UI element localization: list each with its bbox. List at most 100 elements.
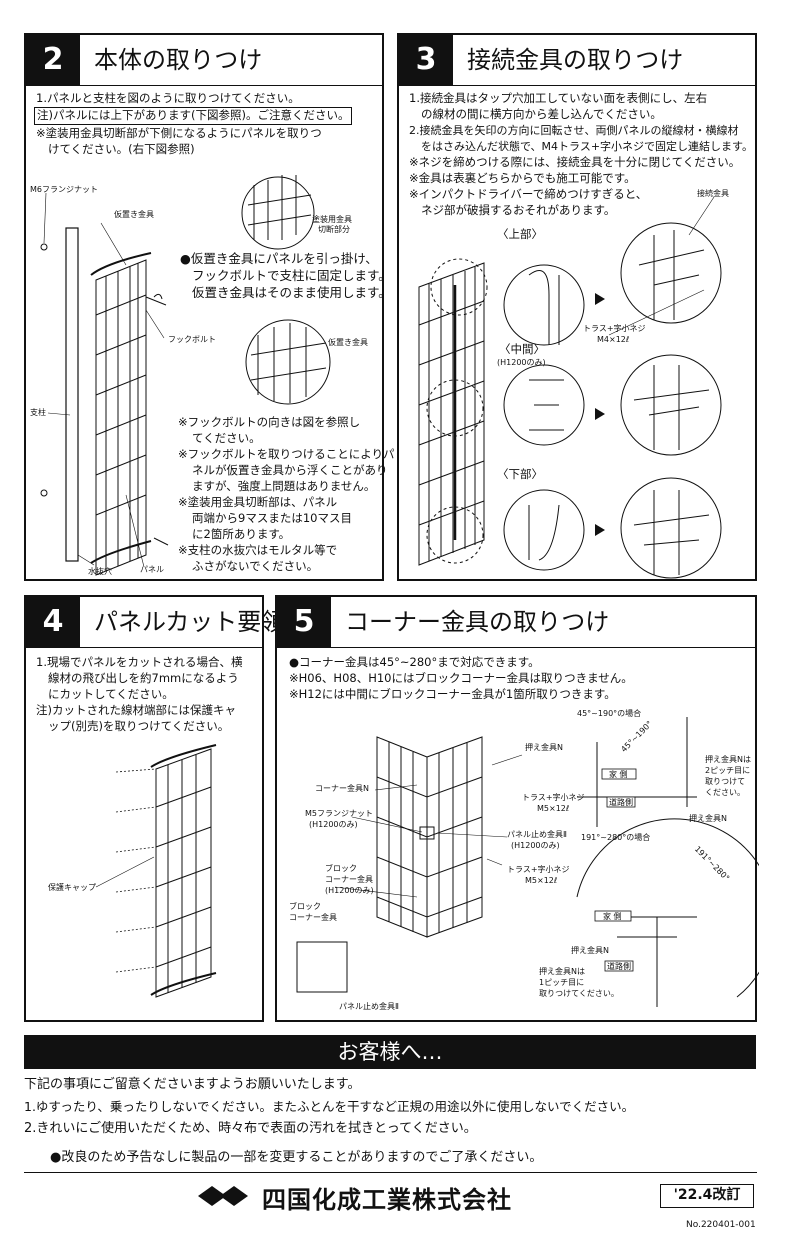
callout-flange-nut: M5フランジナット <box>305 809 373 818</box>
callout-sub: (H1200のみ) <box>309 820 358 829</box>
note-text: けてください。(右下図参照) <box>48 142 195 156</box>
note-text: ※金具は表裏どちらからでも施工可能です。 <box>409 171 636 185</box>
callout-cut-part: 切断部分 <box>318 225 350 234</box>
instruction-text: 2.接続金具を矢印の方向に回転させ、両側パネルの縦線材・横線材 <box>409 124 739 137</box>
section-4: 4 パネルカット要領 1.現場でパネルをカットされる場合、横 線材の飛び出しを約… <box>24 595 285 1022</box>
note-text: ※H06、H08、H10にはブロックコーナー金具は取りつきません。 <box>289 671 633 685</box>
footer-line: 下記の事項にご留意くださいますようお願いいたします。 <box>24 1077 361 1092</box>
instruction-text: をはさみ込んだ状態で、M4トラス+字小ネジで固定し連結します。 <box>421 140 753 153</box>
bullet-text: ●コーナー金具は45°~280°まで対応できます。 <box>289 655 540 669</box>
customer-notice-bar: お客様へ… <box>24 1035 756 1069</box>
note-text: 両端から9マスまたは10マス目 <box>192 511 352 525</box>
section-title: 接続金具の取りつけ <box>467 46 684 74</box>
note-text: ※インパクトドライバーで締めつけすぎると、 <box>409 187 648 201</box>
instruction-text: 1.接続金具はタップ穴加工していない面を表側にし、左右 <box>409 91 708 105</box>
note-small: 取りつけてください。 <box>539 989 619 998</box>
joint-illustration <box>418 196 722 579</box>
callout-screw: トラス+字小ネジ <box>583 324 646 333</box>
section-title: 本体の取りつけ <box>94 46 263 74</box>
callout-block: コーナー金具 <box>289 913 337 922</box>
callout-screw-size: M5×12ℓ <box>537 804 570 813</box>
callout-drain: 水抜穴 <box>88 567 112 576</box>
instruction-text: 1.現場でパネルをカットされる場合、横 <box>36 655 243 669</box>
note-text: ※支柱の水抜穴はモルタル等で <box>178 543 338 557</box>
footer-line: 2.きれいにご使用いただくため、時々布で表面の汚れを拭きとってください。 <box>24 1121 477 1136</box>
section-number: 4 <box>26 597 80 647</box>
callout-panel-stop: パネル止め金具Ⅱ <box>507 830 567 839</box>
note-text: ※フックボルトを取りつけることによりパ <box>178 447 395 461</box>
note-small: 押え金具Nは <box>539 967 585 976</box>
section-2: 2 本体の取りつけ 1.パネルと支柱を図のように取りつけてください。 注)パネル… <box>24 33 395 581</box>
instruction-text: 線材の飛び出しを約7mmになるよう <box>48 671 239 685</box>
note-text: ップ(別売)を取りつけてください。 <box>48 719 230 733</box>
corner-illustration <box>296 717 759 1007</box>
note-small: 1ピッチ目に <box>539 978 585 987</box>
callout-protect-cap: 保護キャップ <box>48 883 96 892</box>
note-text: ※塗装用金具切断部が下側になるようにパネルを取りつ <box>36 126 322 140</box>
callout-screw: トラス+字小ネジ <box>522 793 585 802</box>
instruction-text: にカットしてください。 <box>48 687 174 701</box>
bullet-text: 仮置き金具はそのまま使用します。 <box>192 285 391 300</box>
note-text: ※ネジを締めつける際には、接続金具を十分に閉じてください。 <box>409 155 741 169</box>
divider <box>24 1172 757 1173</box>
callout-hook-bolt: フックボルト <box>168 335 216 344</box>
section-number: 5 <box>277 597 331 647</box>
road-side-label: 道路側 <box>609 798 633 807</box>
post-panel-illustration <box>40 175 331 576</box>
note-text: ネルが仮置き金具から浮くことがあり <box>192 463 388 477</box>
section-3-header: 3 接続金具の取りつけ <box>399 35 755 86</box>
callout-corner-n: コーナー金具N <box>315 784 369 793</box>
case-label: 45°~190°の場合 <box>577 709 642 718</box>
callout-screw-size: M5×12ℓ <box>525 876 558 885</box>
note-small: 押え金具Nは <box>705 755 751 764</box>
section-number: 2 <box>26 35 80 85</box>
document-number: No.220401-001 <box>686 1220 756 1230</box>
callout-screw: トラス+字小ネジ <box>507 865 570 874</box>
note-text: に2箇所あります。 <box>192 527 291 541</box>
note-text: ※H12には中間にブロックコーナー金具が1箇所取りつきます。 <box>289 687 616 701</box>
instruction-text: 1.パネルと支柱を図のように取りつけてください。 <box>36 91 300 105</box>
callout-block: コーナー金具 <box>325 875 373 884</box>
callout-panel-stop: パネル止め金具Ⅱ <box>339 1002 399 1011</box>
note-text: ※塗装用金具切断部は、パネル <box>178 495 338 509</box>
bullet-text: フックボルトで支柱に固定します。 <box>192 268 391 283</box>
note-text: ますが、強度上問題はありません。 <box>192 479 376 493</box>
step-label-bottom: 〈下部〉 <box>497 467 543 481</box>
callout-block: ブロック <box>289 902 321 911</box>
note-text: ネジ部が破損するおそれがあります。 <box>421 203 616 217</box>
callout-block: ブロック <box>325 864 357 873</box>
section-number: 3 <box>399 35 453 85</box>
callout-press-n: 押え金具N <box>689 814 727 823</box>
section-3: 3 接続金具の取りつけ 1.接続金具はタップ穴加工していない面を表側にし、左右 … <box>397 33 757 581</box>
note-text: ふさがないでください。 <box>192 559 319 573</box>
callout-sub: (H1200のみ) <box>511 841 560 850</box>
callout-flange-nut: M6フランジナット <box>30 185 98 194</box>
note-small: ください。 <box>705 788 745 797</box>
callout-press-n: 押え金具N <box>525 743 563 752</box>
road-side-label: 道路側 <box>607 962 631 971</box>
instruction-text: の線材の間に横方向から差し込んでください。 <box>421 107 662 121</box>
note-text: 注)カットされた線材端部には保護キャ <box>36 703 236 717</box>
callout-joint: 接続金具 <box>697 189 729 198</box>
footer-line: ●改良のため予告なしに製品の一部を変更することがありますのでご了承ください。 <box>50 1150 543 1165</box>
notice-boxed: 注)パネルには上下があります(下図参照)。ご注意ください。 <box>34 107 353 125</box>
step-label-middle: 〈中間〉 <box>499 342 545 356</box>
panel-cut-illustration <box>95 744 217 998</box>
callout-temp-bracket: 仮置き金具 <box>114 210 154 219</box>
case-label: 191°~280°の場合 <box>581 833 651 842</box>
note-text: ※フックボルトの向きは図を参照し <box>178 415 361 429</box>
section-5-header: 5 コーナー金具の取りつけ <box>277 597 755 648</box>
section-title: コーナー金具の取りつけ <box>345 608 610 636</box>
company-name: 四国化成工業株式会社 <box>262 1186 512 1214</box>
section-2-header: 2 本体の取りつけ <box>26 35 382 86</box>
callout-cut-part: 塗装用金具 <box>312 215 352 224</box>
callout-panel: パネル <box>140 565 164 574</box>
callout-sub: (H1200のみ) <box>325 886 374 895</box>
callout-screw-size: M4×12ℓ <box>597 335 630 344</box>
section-5: 5 コーナー金具の取りつけ ●コーナー金具は45°~280°まで対応できます。 … <box>275 595 759 1022</box>
note-small: 取りつけて <box>705 777 746 786</box>
callout-temp-bracket: 仮置き金具 <box>328 338 368 347</box>
note-small: 2ピッチ目に <box>705 766 751 775</box>
step-sublabel: (H1200のみ) <box>497 358 546 367</box>
callout-post: 支柱 <box>30 408 46 417</box>
